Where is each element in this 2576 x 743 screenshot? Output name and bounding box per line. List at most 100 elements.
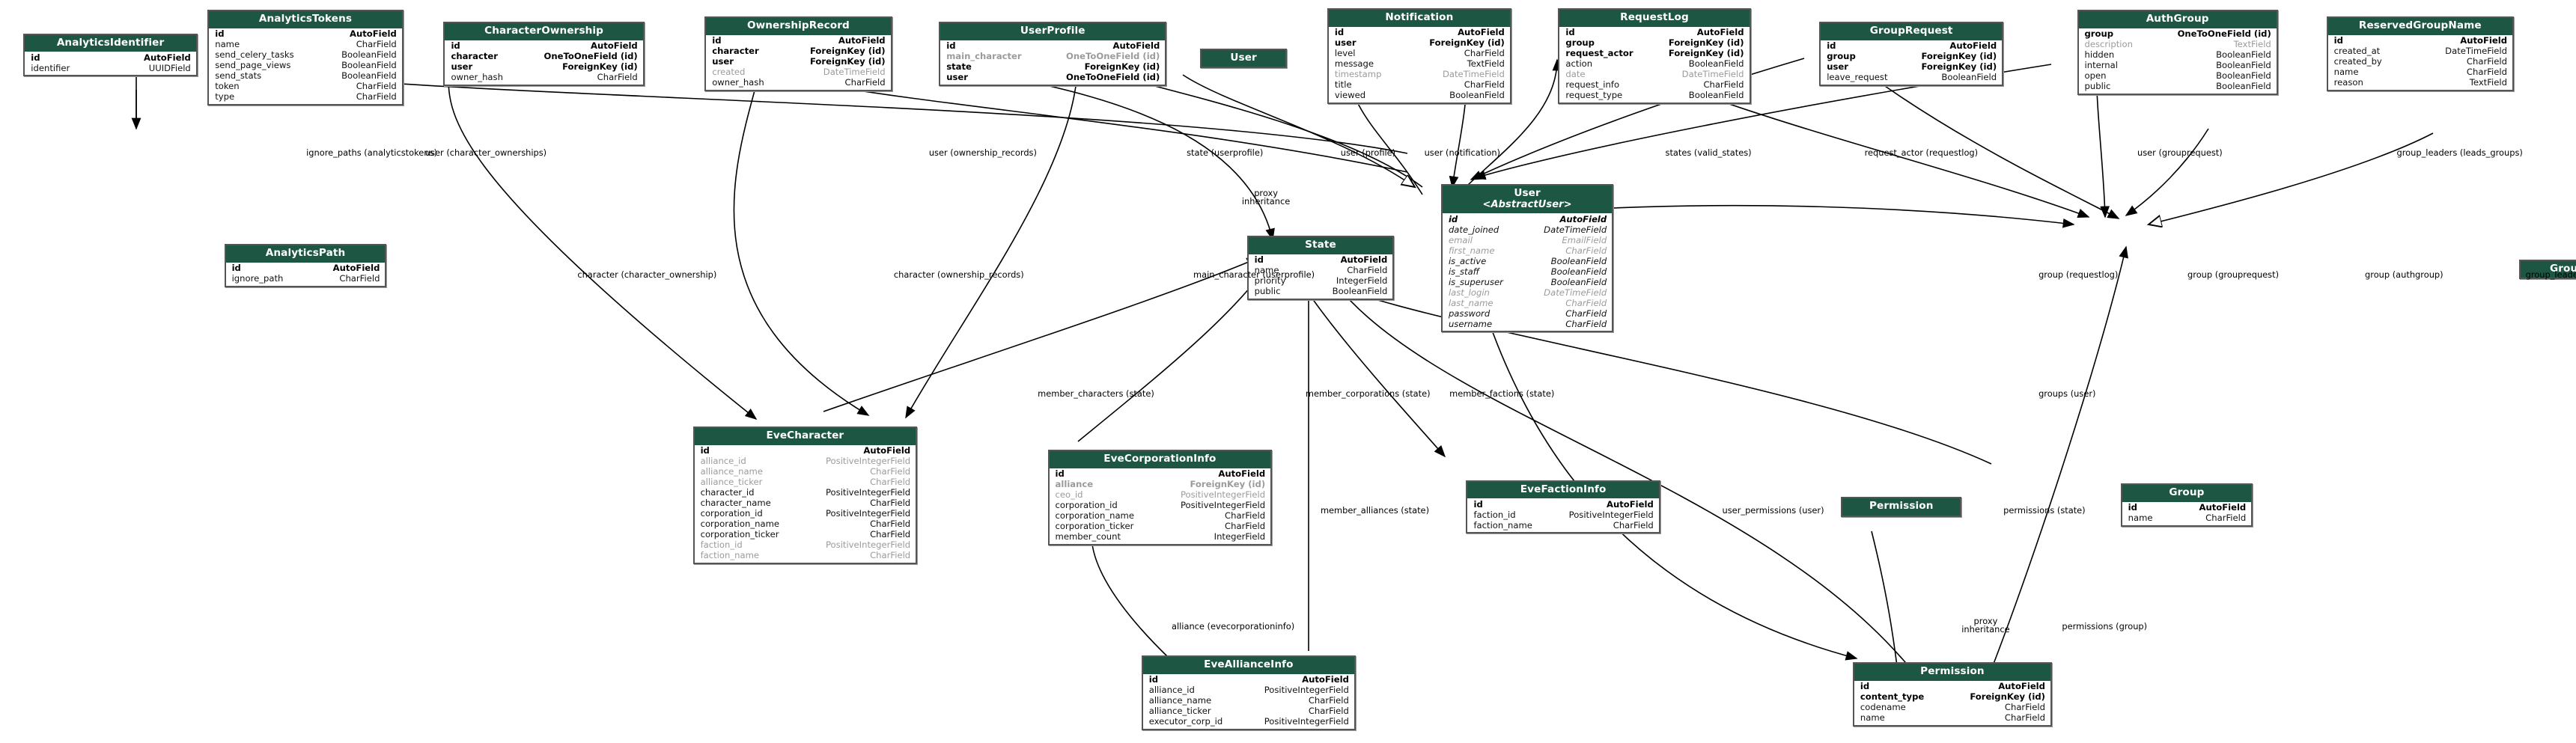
field-name: level [1334,48,1356,59]
edge-label-lbl-character-character-ownership: character (character_ownership) [577,269,717,281]
field-type: TextField [2233,39,2271,50]
field-type: ForeignKey (id) [1668,37,1744,49]
field-name: identifier [31,62,70,73]
field-name: id [215,28,225,40]
field-name: corporation_id [700,508,763,519]
field-name: codename [1860,702,1906,713]
field-name: name [2333,67,2359,78]
field-type: CharField [870,549,911,560]
field-type: DateTimeField [823,67,886,78]
field-type: CharField [1703,79,1744,91]
field-type: CharField [2205,513,2247,524]
entity-user_plain[interactable]: User [1199,48,1288,69]
field-type: BooleanField [1449,90,1505,101]
field-name: request_info [1565,79,1620,91]
field-name: name [1254,265,1279,276]
entity-group_plain[interactable]: Group [2518,259,2576,280]
entity-name: EveCharacter [766,429,844,442]
entity-title: Group [2520,260,2576,278]
edge-label-lbl-user-permissions-user: user_permissions (user) [1722,505,1824,516]
field-type: CharField [2466,67,2507,78]
field-name: faction_name [700,549,760,560]
field-type: ForeignKey (id) [809,46,886,57]
field-name: send_page_views [215,60,291,71]
field-type: ForeignKey (id) [1190,479,1266,490]
field-name: corporation_ticker [700,528,779,539]
field-type: UUIDField [148,62,191,73]
entity-permission_plain[interactable]: Permission [1841,497,1962,517]
field-type: OneToOneField (id) [543,51,638,62]
field-type: OneToOneField (id) [1066,72,1160,83]
field-type: CharField [1347,265,1388,276]
field-name: timestamp [1334,69,1382,80]
field-name: owner_hash [451,72,503,83]
field-name: id [2333,35,2343,46]
edge-label-lbl-group-leader-groups: group_leader_groups (leads_group_groups) [2525,269,2576,281]
field-name: id [2128,502,2137,513]
field-type: BooleanField [341,60,397,71]
field-type: IntegerField [1336,275,1388,287]
entity-name: EveCorporationInfo [1103,453,1217,465]
field-type: BooleanField [341,49,397,61]
field-type: PositiveIntegerField [825,539,911,550]
field-row: send_page_views BooleanField [209,61,402,71]
field-type: AutoField [144,52,191,63]
field-type: PositiveIntegerField [1264,685,1349,696]
field-name: character [712,46,759,57]
entity-title: Permission [1842,498,1961,516]
field-type: BooleanField [2216,81,2271,92]
field-type: DateTimeField [1442,69,1505,80]
field-type: ForeignKey (id) [562,61,638,73]
field-name: date [1565,69,1586,80]
field-type: BooleanField [2216,70,2271,82]
field-type: CharField [356,81,397,92]
field-type: CharField [870,466,911,477]
field-type: TextField [2469,77,2507,88]
field-name: alliance_id [1148,685,1195,696]
field-type: CharField [1225,510,1266,522]
field-name: action [1565,58,1593,70]
field-name: first_name [1448,245,1495,256]
field-type: BooleanField [1332,286,1388,297]
edge-label-lbl-user-character-ownerships: user (character_ownerships) [424,147,547,158]
entity-title: EveCorporationInfo [1049,451,1271,469]
